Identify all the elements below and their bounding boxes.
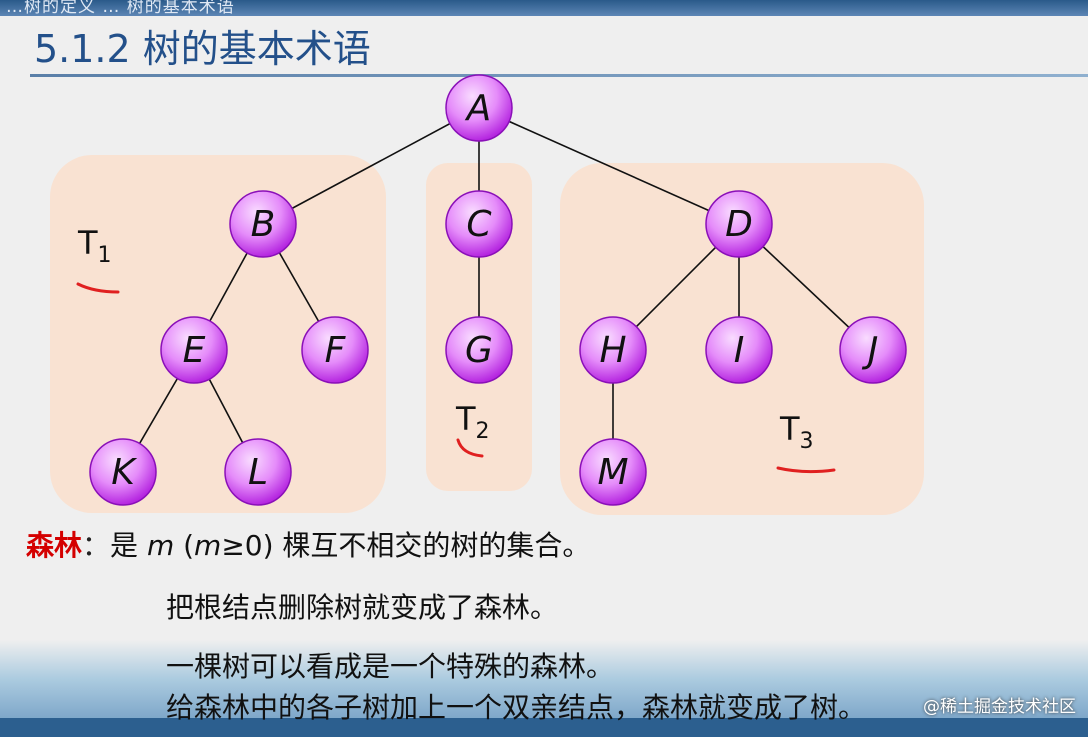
- node-b: B: [229, 190, 297, 258]
- subtree-label-t1-base: T: [78, 224, 98, 262]
- definition-condition: ≥0): [221, 529, 274, 562]
- node-g: G: [445, 316, 513, 384]
- definition-suffix: 棵互不相交的树的集合。: [273, 529, 591, 562]
- node-circle-l: [224, 438, 292, 506]
- node-label-m: M: [597, 452, 628, 493]
- node-circle-m: [579, 438, 647, 506]
- node-label-f: F: [325, 330, 347, 371]
- handwritten-underline-t2: [456, 438, 484, 458]
- partial-header-text: …树的定义 … 树的基本术语: [6, 0, 235, 17]
- node-label-g: G: [465, 330, 493, 371]
- node-circle-b: [229, 190, 297, 258]
- node-label-h: H: [599, 330, 626, 371]
- page-title: 5.1.2 树的基本术语: [34, 27, 371, 71]
- term-forest: 森林: [26, 529, 83, 562]
- node-label-d: D: [725, 204, 753, 245]
- node-d: D: [705, 190, 773, 258]
- remark-line-3: 给森林中的各子树加上一个双亲结点，森林就变成了树。: [166, 691, 867, 724]
- node-circle-d: [705, 190, 773, 258]
- definition-m: m: [146, 529, 175, 562]
- node-label-b: B: [251, 204, 276, 245]
- watermark: @稀土掘金技术社区: [923, 697, 1076, 717]
- remark-line-1: 把根结点删除树就变成了森林。: [166, 591, 559, 624]
- node-circle-c: [445, 190, 513, 258]
- definition-prefix: 是: [110, 529, 147, 562]
- node-circle-f: [301, 316, 369, 384]
- node-label-l: L: [248, 452, 268, 493]
- edge-a-b: [262, 107, 480, 225]
- subtree-label-t2-sub: 2: [475, 419, 490, 444]
- node-circle-h: [579, 316, 647, 384]
- remark-line-2: 一棵树可以看成是一个特殊的森林。: [166, 650, 615, 683]
- tree-edges: [122, 107, 874, 473]
- subtree-label-t3: T3: [780, 410, 814, 454]
- node-label-i: I: [734, 330, 745, 371]
- node-circle-e: [160, 316, 228, 384]
- edge-a-d: [478, 107, 740, 225]
- subtree-label-t1-sub: 1: [97, 243, 112, 268]
- node-circle-a: [445, 74, 513, 142]
- handwritten-underline-t3: [776, 466, 836, 474]
- forest-definition: 森林：是 m (m≥0) 棵互不相交的树的集合。: [26, 524, 590, 564]
- node-label-a: A: [465, 88, 492, 129]
- definition-colon: ：: [82, 529, 111, 562]
- node-circle-i: [705, 316, 773, 384]
- top-title-strip: …树的定义 … 树的基本术语: [0, 0, 1088, 17]
- node-circle-g: [445, 316, 513, 384]
- node-i: I: [705, 316, 773, 384]
- node-k: K: [89, 438, 157, 506]
- node-c: C: [445, 190, 513, 258]
- node-j: J: [839, 316, 907, 384]
- node-e: E: [160, 316, 228, 384]
- node-m: M: [579, 438, 647, 506]
- node-a: A: [445, 74, 513, 142]
- subtree-label-t2-base: T: [456, 400, 476, 438]
- video-control-bar: [0, 718, 1088, 737]
- node-circle-j: [839, 316, 907, 384]
- title-underline: [30, 74, 1088, 77]
- subtree-label-t1: T1: [78, 224, 112, 268]
- node-h: H: [579, 316, 647, 384]
- node-label-k: K: [111, 452, 137, 493]
- node-l: L: [224, 438, 292, 506]
- node-label-e: E: [183, 330, 206, 371]
- tree-nodes: A B C D E F G H I J K L M: [89, 74, 907, 506]
- subtree-label-t3-base: T: [780, 410, 800, 448]
- node-label-c: C: [466, 204, 492, 245]
- node-circle-k: [89, 438, 157, 506]
- node-f: F: [301, 316, 369, 384]
- handwritten-underline-t1: [76, 282, 120, 294]
- definition-open: (: [174, 529, 195, 562]
- subtree-label-t3-sub: 3: [799, 429, 814, 454]
- subtree-label-t2: T2: [456, 400, 490, 444]
- definition-condition-var: m: [194, 529, 222, 562]
